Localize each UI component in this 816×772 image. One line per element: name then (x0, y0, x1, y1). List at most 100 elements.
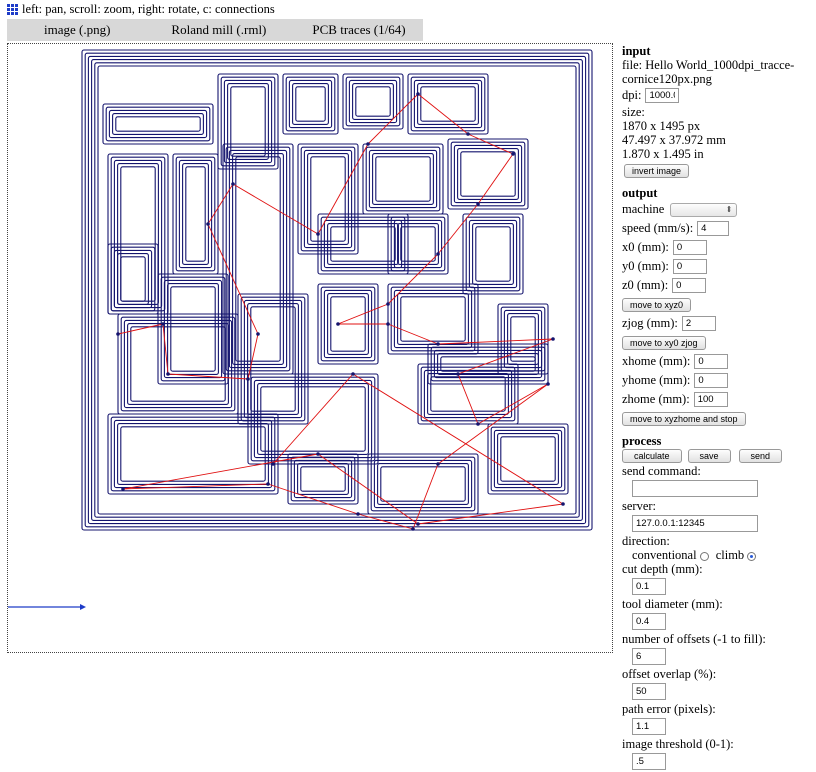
connection-node (476, 422, 480, 426)
connection-node (116, 332, 120, 336)
save-button[interactable]: save (687, 449, 731, 463)
move-to-xy0-zjog-button[interactable]: move to xy0 zjog (622, 335, 706, 350)
trace-offset-path (352, 83, 394, 120)
board-outline-path (87, 55, 587, 525)
trace-offset-path (348, 79, 398, 124)
trace-offset-path (223, 79, 273, 164)
trace-offset-path (120, 256, 146, 302)
menu-roland-mill-rml[interactable]: Roland mill (.rml) (171, 22, 267, 37)
connection-move-line (352, 373, 564, 505)
direction-label: direction: (622, 534, 670, 548)
trace-offset-path (457, 148, 519, 200)
calculate-button[interactable]: calculate (622, 449, 682, 463)
trace-offset-path (417, 363, 519, 425)
connection-move-line (267, 483, 359, 515)
trace-offset-path (387, 213, 449, 275)
connection-move-line (272, 373, 354, 465)
zjog-input[interactable] (681, 316, 716, 331)
trace-offset-path (250, 306, 296, 412)
trace-offset-path (113, 249, 153, 309)
trace-offset-path (127, 323, 229, 405)
trace-offset-path (292, 83, 329, 125)
trace-offset-path (232, 153, 284, 365)
connection-move-line (317, 453, 419, 525)
menu-pcb-traces[interactable]: PCB traces (1/64) (312, 22, 406, 37)
xhome-input[interactable] (694, 354, 729, 369)
server-input[interactable] (632, 515, 758, 532)
move-to-xyzhome-button[interactable]: move to xyzhome and stop (622, 411, 746, 426)
trace-offset-path (493, 429, 563, 489)
trace-offset-path (407, 73, 489, 135)
trace-offset-path (220, 76, 276, 167)
connection-node (386, 302, 390, 306)
trace-offset-path (367, 453, 479, 515)
connection-move-line (437, 203, 479, 255)
select-arrows-icon: ⇕ (725, 204, 733, 214)
trace-offset-path (500, 436, 556, 482)
connection-node (436, 252, 440, 256)
send-button[interactable]: send (738, 449, 783, 463)
connection-move-line (417, 93, 469, 135)
connection-node (351, 372, 355, 376)
conventional-radio[interactable] (699, 551, 709, 561)
invert-image-button[interactable]: invert image (624, 163, 690, 178)
trace-offset-path (380, 466, 466, 502)
toolpath-canvas[interactable] (7, 43, 613, 653)
trace-offset-path (355, 86, 391, 117)
trace-offset-path (447, 138, 529, 210)
connection-move-line (122, 483, 269, 490)
toolpath-drawing (8, 49, 593, 610)
trace-offset-path (397, 223, 439, 265)
connection-move-line (457, 338, 554, 375)
move-to-xyz0-button[interactable]: move to xyz0 (622, 297, 692, 312)
zhome-input[interactable] (693, 392, 728, 407)
yhome-input[interactable] (694, 373, 729, 388)
connection-move-line (437, 383, 549, 465)
trace-offset-path (372, 153, 434, 205)
connection-move-line (357, 513, 414, 530)
connection-move-line (457, 373, 479, 425)
connection-node (456, 372, 460, 376)
y0-input[interactable] (672, 259, 707, 274)
cut-depth-input[interactable] (632, 578, 666, 595)
send-command-input[interactable] (632, 480, 758, 497)
machine-select[interactable]: ⇕ (670, 202, 738, 217)
connection-move-line (317, 143, 369, 235)
climb-radio[interactable] (747, 551, 757, 561)
server-label: server: (622, 499, 657, 513)
trace-offset-path (287, 453, 359, 505)
menu-image-png[interactable]: image (.png) (44, 22, 111, 37)
size-label: size: (622, 105, 645, 119)
connection-node (436, 462, 440, 466)
size-millimeters: 47.497 x 37.972 mm (622, 133, 726, 147)
connection-move-line (207, 183, 234, 225)
trace-offset-path (393, 219, 443, 269)
offsets-label: number of offsets (-1 to fill): (622, 632, 766, 646)
path-error-input[interactable] (632, 718, 666, 735)
trace-offset-path (115, 116, 201, 132)
connection-move-line (412, 463, 439, 530)
conventional-label: conventional (632, 548, 697, 562)
trace-offset-path (130, 326, 226, 402)
trace-offset-path (167, 283, 219, 375)
connection-node (546, 382, 550, 386)
direction-options: conventional climb (632, 548, 812, 562)
connection-node (386, 322, 390, 326)
trace-offset-path (390, 286, 476, 352)
overlap-input[interactable] (632, 683, 666, 700)
trace-offset-path (230, 86, 266, 157)
tool-diameter-input[interactable] (632, 613, 666, 630)
xhome-label: xhome (mm): (622, 354, 691, 368)
trace-offset-path (413, 79, 483, 129)
trace-offset-path (510, 316, 536, 362)
connection-node (366, 142, 370, 146)
process-section-title: process (622, 434, 662, 448)
threshold-input[interactable] (632, 753, 666, 770)
x0-input[interactable] (672, 240, 707, 255)
trace-offset-path (472, 223, 514, 285)
threshold-label: image threshold (0-1): (622, 737, 734, 751)
offsets-input[interactable] (632, 648, 666, 665)
dpi-input[interactable] (645, 88, 680, 103)
z0-input[interactable] (672, 278, 707, 293)
speed-input[interactable] (697, 221, 730, 236)
